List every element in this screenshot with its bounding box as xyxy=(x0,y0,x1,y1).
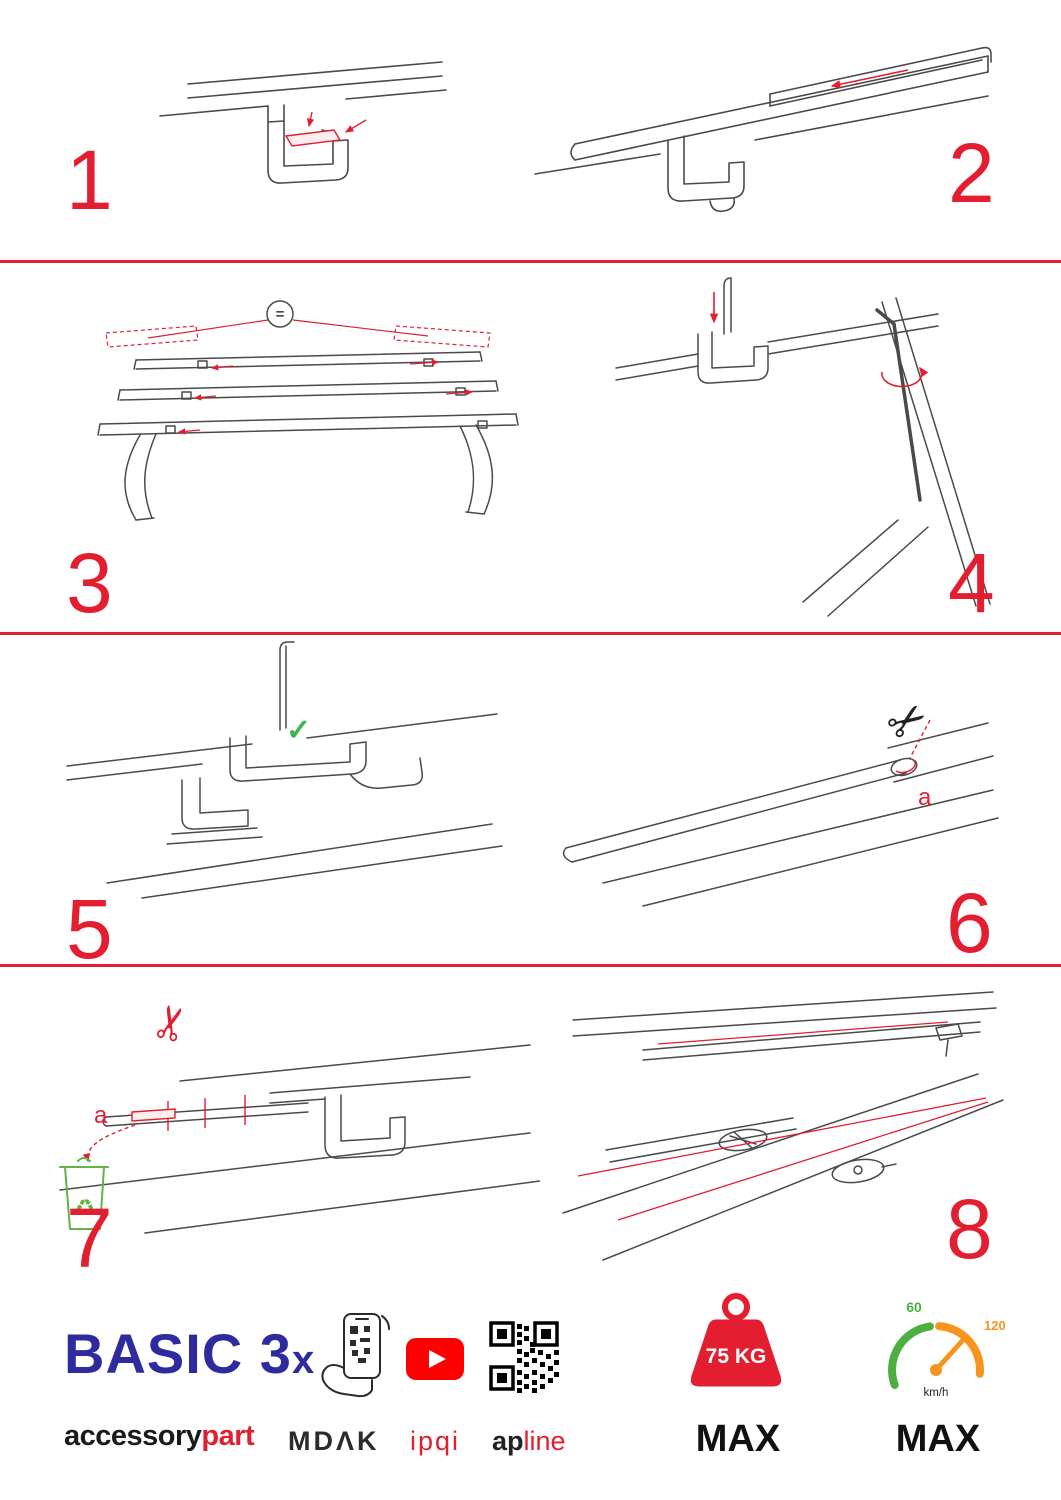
cut-marks-annotation xyxy=(82,1095,246,1163)
alignment-annotation xyxy=(577,1021,989,1221)
apline-logo: apline xyxy=(492,1428,566,1455)
step-6-illustration xyxy=(562,719,999,907)
step-number: 5 xyxy=(66,882,113,976)
weight-value: 75 KG xyxy=(706,1345,767,1368)
apline-ap: ap xyxy=(492,1426,524,1456)
brand-logo: BASIC 3x xyxy=(64,1326,315,1382)
section-divider xyxy=(0,632,1061,635)
weight-limit-icon: 75 KG xyxy=(690,1293,782,1387)
speed-min-label: 60 xyxy=(906,1299,922,1315)
cut-annotation xyxy=(895,719,931,774)
step-3-illustration: = xyxy=(97,300,519,521)
step-8-illustration xyxy=(562,991,1004,1261)
step-4-illustration xyxy=(615,277,991,617)
step-number: 7 xyxy=(66,1191,113,1285)
slide-direction-arrow xyxy=(830,69,909,89)
mdak-logo: MDΛK xyxy=(288,1426,380,1456)
equal-badge xyxy=(266,300,294,328)
youtube-icon xyxy=(406,1338,464,1380)
equal-spacing-annotation xyxy=(105,319,491,435)
step-number: 3 xyxy=(66,536,113,630)
trash-recycle-icon xyxy=(59,1157,109,1230)
speed-limit-icon: 60 120 km/h xyxy=(888,1299,1006,1399)
weight-max-label: MAX xyxy=(695,1418,781,1460)
brand-subtitle: accessorypart xyxy=(64,1420,255,1452)
cut-label: a xyxy=(918,784,932,811)
brand-name: BASIC 3 xyxy=(64,1322,292,1385)
equal-spacing-label: = xyxy=(276,306,285,323)
step-1-illustration xyxy=(159,61,447,184)
phone-qr-icon xyxy=(321,1313,390,1398)
speed-unit-label: km/h xyxy=(924,1387,949,1399)
apline-line: line xyxy=(523,1426,566,1456)
step-5-illustration xyxy=(66,641,503,899)
check-icon: ✓ xyxy=(286,714,312,747)
step-7-illustration: ♻ xyxy=(59,1044,540,1234)
qr-code-icon xyxy=(486,1318,562,1394)
step-number: 1 xyxy=(66,133,113,227)
step-number: 2 xyxy=(948,126,995,220)
brand-suffix: x xyxy=(291,1338,316,1382)
section-divider xyxy=(0,260,1061,263)
brand-sub-black: accessory xyxy=(64,1420,202,1452)
step-number: 8 xyxy=(946,1182,993,1276)
step-number: 6 xyxy=(946,876,993,970)
brand-sub-red: part xyxy=(201,1420,255,1452)
ipqi-logo: ipqi xyxy=(410,1426,461,1456)
section-divider xyxy=(0,964,1061,967)
insert-pad-annotation xyxy=(284,111,367,147)
step-number: 4 xyxy=(948,536,995,630)
tighten-annotation xyxy=(709,292,929,388)
recycle-icon: ♻ xyxy=(75,1195,95,1220)
speed-max-label: MAX xyxy=(895,1418,981,1460)
cut-label: a xyxy=(94,1102,108,1129)
step-2-illustration xyxy=(534,46,992,213)
speed-max-value-label: 120 xyxy=(984,1318,1006,1333)
allen-key-icon xyxy=(875,308,922,502)
